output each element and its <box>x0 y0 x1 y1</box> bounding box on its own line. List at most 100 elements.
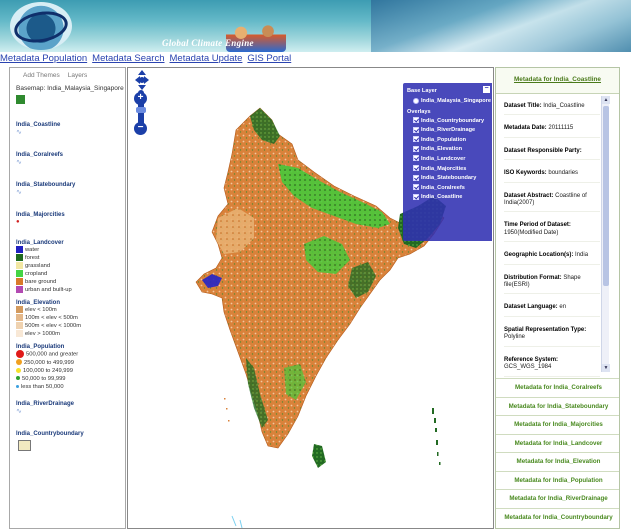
overlay-label: India_Countryboundary <box>421 117 485 124</box>
south-cropland <box>284 364 306 400</box>
metadata-field-label: Distribution Format: <box>504 274 562 281</box>
metadata-field: Dataset Responsible Party: <box>504 148 600 161</box>
legend-item-elevation: elev > 1000m <box>10 330 125 338</box>
overlay-label: India_Population <box>421 136 467 143</box>
polygon-symbol-icon <box>18 439 31 451</box>
metadata-field-label: Metadata Date: <box>504 125 547 132</box>
legend-item-label: grassland <box>25 263 51 270</box>
nav-bar: Metadata Population Metadata Search Metada… <box>0 52 631 66</box>
checkbox-icon[interactable] <box>413 174 419 181</box>
map-viewport[interactable] <box>127 67 494 529</box>
legend-item-landcover: water <box>10 246 125 254</box>
legend-item-population: less than 50,000 <box>10 383 125 391</box>
metadata-field: Geographic Location(s): India <box>504 252 600 265</box>
overlays-header: Overlays <box>407 108 431 115</box>
checkbox-icon[interactable] <box>413 193 419 200</box>
checkbox-icon[interactable] <box>413 136 419 143</box>
metadata-field-value: 1950(Modified Date) <box>504 229 559 236</box>
metadata-link[interactable]: Metadata for India_RiverDrainage <box>496 489 619 508</box>
scroll-down-icon[interactable]: ▼ <box>602 364 610 372</box>
metadata-field-value: India_Coastline <box>543 103 585 109</box>
population-circle-icon <box>16 384 19 388</box>
metadata-link[interactable]: Metadata for India_Population <box>496 470 619 490</box>
metadata-field-label: Time Period of Dataset: <box>504 222 571 229</box>
legend-item-landcover: forest <box>10 254 125 262</box>
metadata-link[interactable]: Metadata for India_Coralreefs <box>496 378 619 397</box>
checkbox-icon[interactable] <box>413 145 419 152</box>
metadata-header-link[interactable]: Metadata for India_Coastline <box>496 68 619 94</box>
metadata-link[interactable]: Metadata for India_Landcover <box>496 433 619 453</box>
legend-title-riverdrainage: India_RiverDrainage <box>16 400 75 407</box>
overlay-option[interactable]: India_Population <box>407 136 492 146</box>
base-layer-header: Base Layer <box>407 88 437 94</box>
radio-icon[interactable] <box>413 97 419 104</box>
checkbox-icon[interactable] <box>413 155 419 162</box>
base-layer-option[interactable]: India_Malaysia_Singapore <box>407 97 492 107</box>
legend-tabs: Add Themes Layers <box>10 68 125 82</box>
overlay-option[interactable]: India_Coastline <box>407 193 492 203</box>
legend-item-label: 50,000 to 99,999 <box>22 375 66 382</box>
legend-title-landcover: India_Landcover <box>16 240 64 246</box>
mountains-photo <box>371 0 631 52</box>
legend-title-countryboundary: India_Countryboundary <box>16 430 84 437</box>
metadata-field: Time Period of Dataset: 1950(Modified Da… <box>504 222 600 243</box>
nav-metadata-population[interactable]: Metadata Population <box>0 53 88 64</box>
zoom-slider-handle[interactable] <box>136 107 146 113</box>
overlay-label: India_Elevation <box>421 146 463 153</box>
legend-item-label: 250,000 to 499,999 <box>24 359 74 366</box>
collapse-layer-switcher-button[interactable]: − <box>483 85 490 93</box>
metadata-field-label: Spatial Representation Type: <box>504 326 587 333</box>
metadata-field-label: ISO Keywords: <box>504 170 547 177</box>
zoom-in-button[interactable]: + <box>134 92 147 105</box>
checkbox-icon[interactable] <box>413 165 419 172</box>
tab-layers[interactable]: Layers <box>67 72 88 79</box>
nav-metadata-search[interactable]: Metadata Search <box>92 53 165 64</box>
overlay-label: India_RiverDrainage <box>421 127 476 134</box>
legend-swatch <box>16 286 23 294</box>
metadata-field-label: Dataset Title: <box>504 103 542 109</box>
legend-swatch <box>16 314 23 322</box>
checkbox-icon[interactable] <box>413 117 419 124</box>
legend-swatch <box>16 254 23 262</box>
metadata-scrollbar[interactable]: ▲ ▼ <box>601 96 610 372</box>
metadata-link[interactable]: Metadata for India_Stateboundary <box>496 396 619 416</box>
legend-item-label: cropland <box>25 271 48 278</box>
metadata-field-label: Geographic Location(s): <box>504 252 574 259</box>
legend-item-elevation: elev < 100m <box>10 306 125 314</box>
metadata-link[interactable]: Metadata for India_Countryboundary <box>496 507 619 527</box>
population-circle-icon <box>16 350 24 359</box>
overlay-option[interactable]: India_Majorcities <box>407 165 492 175</box>
checkbox-icon[interactable] <box>413 126 419 133</box>
scroll-thumb[interactable] <box>603 106 609 286</box>
pan-arrows-icon[interactable] <box>135 70 149 90</box>
zoom-control: + − <box>132 70 152 140</box>
population-circle-icon <box>16 367 21 373</box>
legend-swatch <box>16 270 23 278</box>
nav-gis-portal[interactable]: GIS Portal <box>247 53 292 64</box>
metadata-field-value: Shape file(ESRI) <box>504 274 581 289</box>
metadata-field-value: GCS_WGS_1984 <box>504 364 552 371</box>
scroll-up-icon[interactable]: ▲ <box>602 96 610 104</box>
legend-item-population: 100,000 to 249,999 <box>10 367 125 375</box>
overlay-option[interactable]: India_RiverDrainage <box>407 126 492 136</box>
overlay-option[interactable]: India_Coralreefs <box>407 184 492 194</box>
metadata-field-value: India <box>575 252 589 259</box>
overlay-option[interactable]: India_Elevation <box>407 145 492 155</box>
overlay-label: India_Landcover <box>421 155 466 162</box>
overlay-option[interactable]: India_Landcover <box>407 155 492 165</box>
globe-logo-icon <box>10 2 72 50</box>
metadata-field: Distribution Format: Shape file(ESRI) <box>504 275 600 295</box>
metadata-link[interactable]: Metadata for India_Majorcities <box>496 415 619 434</box>
legend-item-population: 250,000 to 499,999 <box>10 359 125 367</box>
metadata-link[interactable]: Metadata for India_Elevation <box>496 452 619 471</box>
checkbox-icon[interactable] <box>413 184 419 191</box>
zoom-out-button[interactable]: − <box>134 122 147 135</box>
nav-metadata-update[interactable]: Metadata Update <box>169 53 243 64</box>
gangetic-cropland <box>278 164 390 228</box>
overlay-option[interactable]: India_Stateboundary <box>407 174 492 184</box>
tab-add-themes[interactable]: Add Themes <box>23 72 60 79</box>
legend-swatch <box>16 262 23 270</box>
overlay-label: India_Coralreefs <box>421 184 465 191</box>
metadata-field-label: Dataset Language: <box>504 304 558 311</box>
overlay-option[interactable]: India_Countryboundary <box>407 117 492 127</box>
